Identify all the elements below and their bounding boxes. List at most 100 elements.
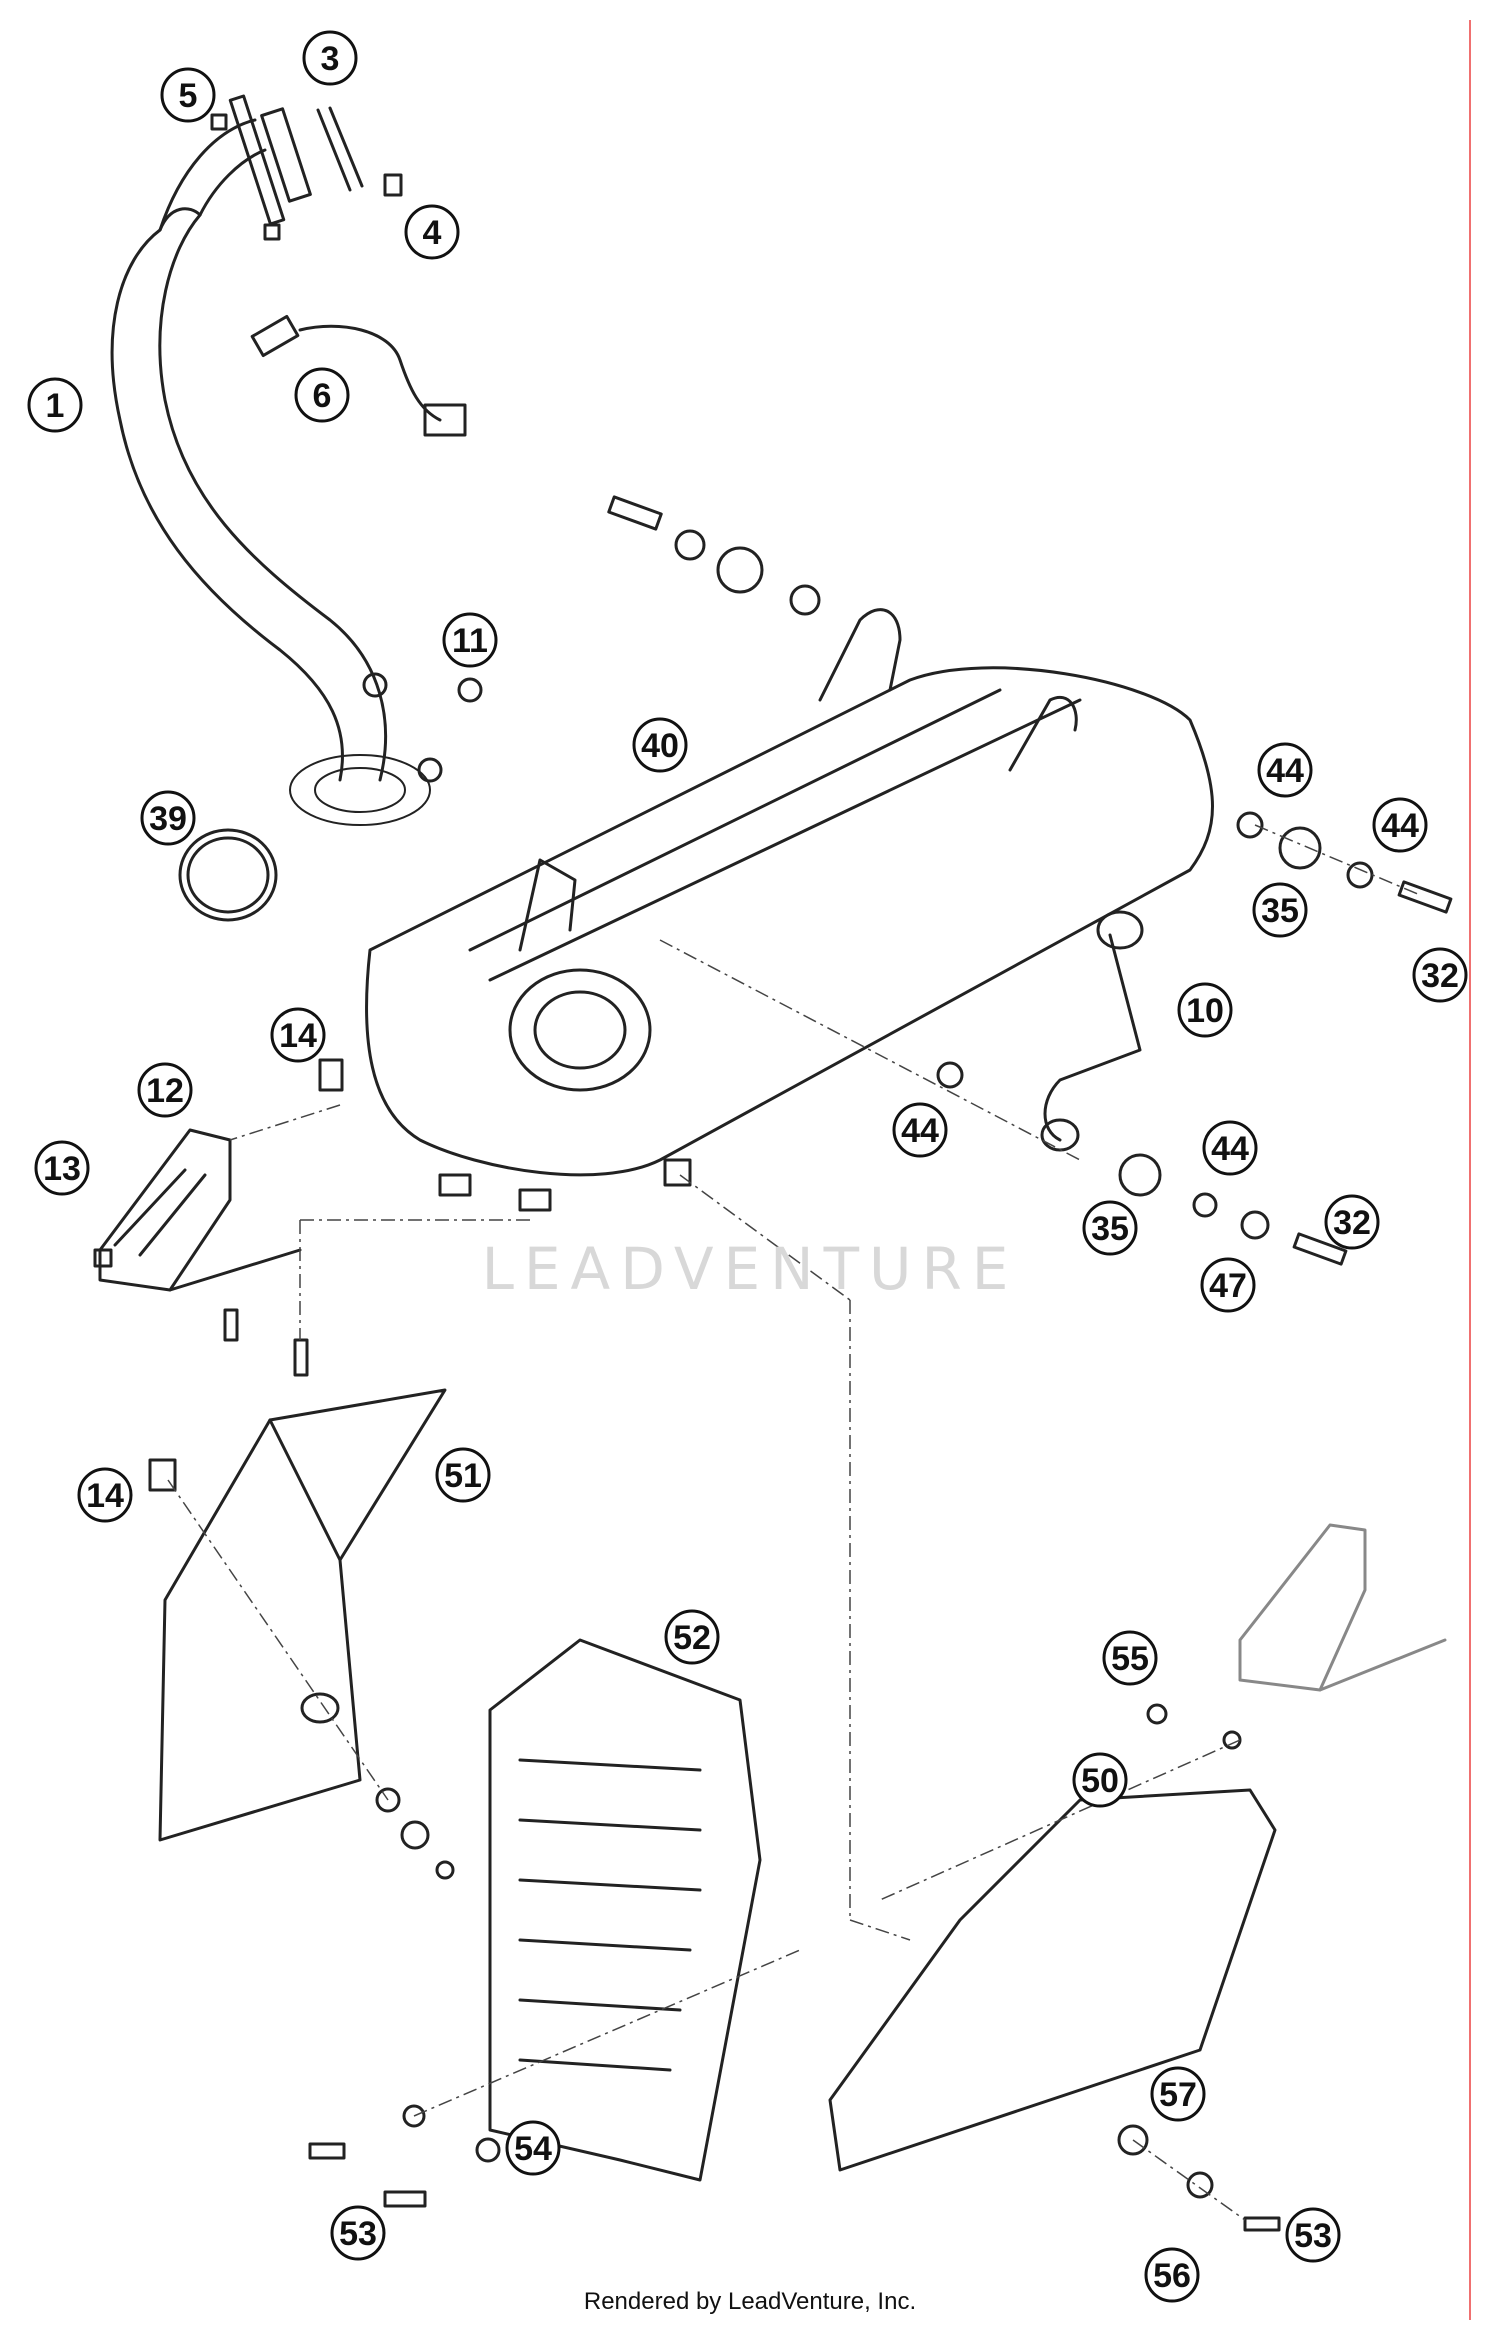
- callout-circle: [442, 612, 498, 668]
- callout-label: 14: [86, 1477, 124, 1515]
- callout-54: 54: [505, 2120, 561, 2176]
- callout-circle: [1285, 2207, 1341, 2263]
- callout-53: 53: [1285, 2207, 1341, 2263]
- callout-circle: [1082, 1200, 1138, 1256]
- mounting-bracket: [93, 1128, 309, 1377]
- callout-label: 54: [514, 2130, 552, 2168]
- callout-13: 13: [34, 1140, 90, 1196]
- callout-53: 53: [330, 2205, 386, 2261]
- callout-label: 53: [339, 2215, 377, 2253]
- callout-circle: [1372, 797, 1428, 853]
- callout-circle: [140, 790, 196, 846]
- footer-credit: Rendered by LeadVenture, Inc.: [583, 2288, 917, 2315]
- callout-label: 57: [1159, 2076, 1197, 2114]
- flange-gaskets: [210, 94, 403, 241]
- callout-circle: [27, 377, 83, 433]
- callout-39: 39: [140, 790, 196, 846]
- callout-circle: [1252, 882, 1308, 938]
- ring-gasket: [178, 828, 278, 922]
- callout-circle: [77, 1467, 133, 1523]
- callout-6: 6: [294, 367, 350, 423]
- callout-4: 4: [404, 204, 460, 260]
- callout-circle: [1200, 1257, 1256, 1313]
- right-mount-hardware: [1236, 811, 1453, 914]
- callout-label: 3: [321, 40, 340, 78]
- callout-circle: [664, 1609, 720, 1665]
- callout-circle: [302, 30, 358, 86]
- callout-label: 39: [149, 800, 187, 838]
- callout-5: 5: [160, 67, 216, 123]
- callout-label: 32: [1333, 1204, 1371, 1242]
- callout-35: 35: [1252, 882, 1308, 938]
- callout-label: 44: [1381, 807, 1419, 845]
- callout-label: 35: [1261, 892, 1299, 930]
- callout-label: 5: [179, 77, 198, 115]
- spring-clips: [148, 1058, 692, 1492]
- callout-label: 14: [279, 1017, 317, 1055]
- callout-label: 1: [46, 387, 65, 425]
- callout-label: 56: [1153, 2257, 1191, 2295]
- grille-cover: [308, 1638, 762, 2208]
- callout-32: 32: [1324, 1194, 1380, 1250]
- callout-label: 11: [452, 622, 488, 660]
- callout-label: 50: [1081, 1762, 1119, 1800]
- callout-circle: [435, 1447, 491, 1503]
- callout-circle: [1150, 2066, 1206, 2122]
- callout-57: 57: [1150, 2066, 1206, 2122]
- callout-14: 14: [77, 1467, 133, 1523]
- callout-40: 40: [632, 717, 688, 773]
- callout-circle: [34, 1140, 90, 1196]
- header-pipe: [110, 118, 431, 826]
- callout-label: 51: [444, 1457, 482, 1495]
- right-small-bracket: [1238, 1523, 1447, 1692]
- callout-circle: [632, 717, 688, 773]
- callout-label: 10: [1186, 992, 1224, 1030]
- top-mount-hardware: [607, 495, 821, 616]
- callout-44: 44: [1257, 742, 1313, 798]
- callout-3: 3: [302, 30, 358, 86]
- callout-label: 53: [1294, 2217, 1332, 2255]
- hanger-bracket: [1040, 910, 1144, 1152]
- callout-label: 4: [423, 214, 442, 252]
- callout-label: 44: [1266, 752, 1304, 790]
- callout-44: 44: [1202, 1120, 1258, 1176]
- callout-label: 55: [1111, 1640, 1149, 1678]
- callout-44: 44: [1372, 797, 1428, 853]
- callout-32: 32: [1412, 947, 1468, 1003]
- callout-35: 35: [1082, 1200, 1138, 1256]
- callout-55: 55: [1102, 1630, 1158, 1686]
- heat-shield-left: [158, 1388, 455, 1880]
- callout-51: 51: [435, 1447, 491, 1503]
- callout-label: 47: [1209, 1267, 1247, 1305]
- callout-circle: [270, 1007, 326, 1063]
- callout-circle: [404, 204, 460, 260]
- callout-circle: [1324, 1194, 1380, 1250]
- callout-circle: [160, 67, 216, 123]
- leader-lines: [167, 824, 1421, 2221]
- callout-circle: [1102, 1630, 1158, 1686]
- callout-label: 32: [1421, 957, 1459, 995]
- callout-47: 47: [1200, 1257, 1256, 1313]
- callout-50: 50: [1072, 1752, 1128, 1808]
- callout-label: 35: [1091, 1210, 1129, 1248]
- callout-circle: [294, 367, 350, 423]
- callout-label: 6: [313, 377, 332, 415]
- heat-shield-right: [828, 1703, 1281, 2232]
- callout-circle: [1202, 1120, 1258, 1176]
- silencer-body: [365, 608, 1214, 1177]
- callout-circle: [505, 2120, 561, 2176]
- lower-mount-hardware: [936, 1061, 1348, 1266]
- oxygen-sensor: [250, 314, 467, 437]
- callout-11: 11: [442, 612, 498, 668]
- callout-12: 12: [137, 1062, 193, 1118]
- callout-circle: [1257, 742, 1313, 798]
- watermark: LEADVENTURE: [481, 1235, 1019, 1303]
- callout-circle: [1412, 947, 1468, 1003]
- callout-1: 1: [27, 377, 83, 433]
- callout-circle: [137, 1062, 193, 1118]
- callout-label: 52: [673, 1619, 711, 1657]
- callout-circle: [330, 2205, 386, 2261]
